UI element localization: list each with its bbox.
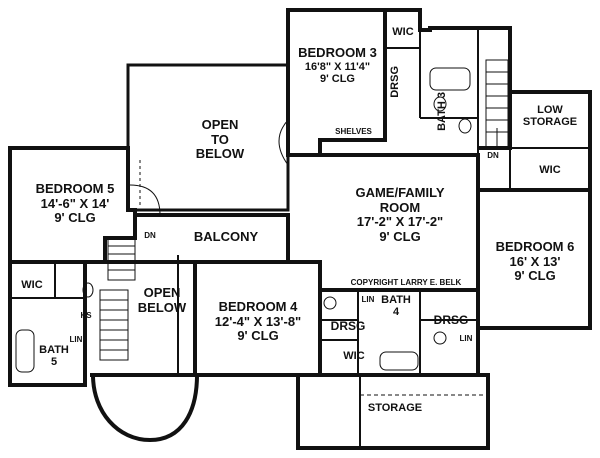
- bath4-label: BATH 4: [381, 294, 411, 319]
- wic-bottom-label: WIC: [343, 350, 365, 362]
- shelves-label: SHELVES: [335, 127, 372, 136]
- storage-label: STORAGE: [367, 402, 423, 414]
- wic-right-label: WIC: [539, 164, 561, 176]
- bedroom5-label: BEDROOM 5 14'-6" X 14' 9' CLG: [35, 181, 115, 226]
- bedroom6-label: BEDROOM 6 16' X 13' 9' CLG: [495, 239, 575, 284]
- lin-mid-label: LIN: [361, 295, 375, 304]
- interior-walls: [10, 28, 590, 448]
- bedroom6-walls: [478, 188, 592, 330]
- copyright-label: COPYRIGHT LARRY E. BELK: [350, 278, 462, 287]
- turret: [90, 260, 197, 377]
- exterior-walls: [8, 8, 592, 450]
- low-storage-label: LOW STORAGE: [522, 104, 578, 129]
- drsg-b6-label: DRSG: [433, 313, 469, 327]
- dn-right-label: DN: [487, 151, 499, 160]
- balcony-outer: [135, 213, 290, 262]
- storage-walls: [296, 373, 490, 450]
- lin-left-label: LIN: [69, 335, 83, 344]
- balcony-label: BALCONY: [193, 229, 259, 244]
- drsg-b4-label: DRSG: [330, 319, 366, 333]
- open-to-below-label: OPEN TO BELOW: [195, 117, 245, 162]
- lin-right-label: LIN: [459, 334, 473, 343]
- left-wing: [8, 262, 87, 387]
- stairs: [99, 59, 509, 361]
- bedroom4-label: BEDROOM 4 12'-4" X 13'-8" 9' CLG: [214, 299, 302, 344]
- bath3-label: BATH 3: [436, 92, 448, 131]
- bedroom3-label: BEDROOM 3 16'8" X 11'4" 9' CLG: [298, 45, 377, 85]
- bath5-label: BATH 5: [39, 344, 69, 369]
- wic-left-label: WIC: [21, 279, 43, 291]
- bedroom4-walls: [195, 260, 322, 377]
- game-room-label: GAME/FAMILY ROOM 17'-2" X 17'-2" 9' CLG: [355, 185, 445, 244]
- ks-label: KS: [80, 311, 92, 320]
- fixtures: [15, 67, 488, 396]
- dn-left-label: DN: [144, 231, 156, 240]
- turret-arc: [91, 374, 199, 443]
- low-storage: [510, 90, 592, 190]
- open-below-label: OPEN BELOW: [137, 285, 187, 315]
- bath3-block: [385, 8, 512, 150]
- wic-top-label: WIC: [392, 26, 414, 38]
- drsg-b3-label: DRSG: [389, 66, 401, 98]
